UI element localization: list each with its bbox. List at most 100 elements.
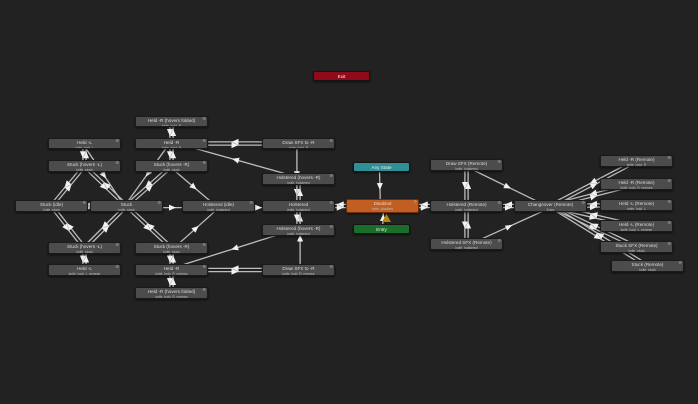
transition-arrow-icon[interactable] xyxy=(64,180,72,188)
transition-arrow-icon[interactable] xyxy=(147,223,155,231)
transition-arrow-icon[interactable] xyxy=(231,244,239,251)
state-stuck-sfx-remote[interactable]: Stuck SFX (Remote)knife_stuck⚙ xyxy=(600,241,673,253)
state-holstered-remote[interactable]: Holstered (Remote)knife_holstered⚙ xyxy=(430,200,503,212)
transition-arrow-icon[interactable] xyxy=(64,184,72,192)
transition-arrow-icon[interactable] xyxy=(589,204,598,211)
transition-arrow-icon[interactable] xyxy=(589,177,598,184)
transition-arrow-icon[interactable] xyxy=(99,171,107,179)
transition-arrow-icon[interactable] xyxy=(297,234,304,242)
transition-arrow-icon[interactable] xyxy=(255,204,262,211)
transition-arrow-icon[interactable] xyxy=(102,225,110,233)
transition-arrow-icon[interactable] xyxy=(589,200,598,207)
transition-arrow-icon[interactable] xyxy=(376,182,383,191)
state-holstered-hover-r-bot[interactable]: Holstered (hovers -R)knife_holstered⚙ xyxy=(262,224,335,236)
state-held-r-remote2[interactable]: Held -R (Remote)knife_hold_R_reverse⚙ xyxy=(600,178,673,190)
transition-arrow-icon[interactable] xyxy=(166,151,173,159)
transition-arrow-icon[interactable] xyxy=(170,278,177,285)
transition-arrow-icon[interactable] xyxy=(191,225,199,233)
transition-arrow-icon[interactable] xyxy=(232,157,240,164)
state-held-r-remote[interactable]: Held -R (Remote)knife_hold_R⚙ xyxy=(600,155,673,167)
transition-arrow-icon[interactable] xyxy=(589,189,598,196)
transition-arrow-icon[interactable] xyxy=(297,189,304,196)
transition-arrow-icon[interactable] xyxy=(505,201,512,208)
state-held-r-hovers-folded[interactable]: Held -R (hovers folded)knife_hold_R⚙ xyxy=(135,116,208,127)
state-holstered-idle[interactable]: Holstered (idle)knife_holstered⚙ xyxy=(182,200,255,212)
transition-arrow-icon[interactable] xyxy=(79,151,86,159)
transition-arrow-icon[interactable] xyxy=(62,223,69,231)
transition-arrow-icon[interactable] xyxy=(104,182,112,190)
state-held-r-hovers-folded-bot[interactable]: Held -R (hovers folded)knife_hold_R_reve… xyxy=(135,287,208,299)
entry-node[interactable]: Entry xyxy=(353,224,410,234)
transition-arrow-icon[interactable] xyxy=(336,204,344,211)
transition-arrow-icon[interactable] xyxy=(143,223,151,231)
transition-arrow-icon[interactable] xyxy=(596,232,605,240)
transition-arrow-icon[interactable] xyxy=(589,213,597,220)
transition-arrow-icon[interactable] xyxy=(589,194,598,201)
transition-arrow-icon[interactable] xyxy=(166,278,173,285)
transition-arrow-icon[interactable] xyxy=(231,138,239,145)
transition-arrow-icon[interactable] xyxy=(67,223,74,231)
transition-arrow-icon[interactable] xyxy=(170,255,177,263)
transition-arrow-icon[interactable] xyxy=(505,204,512,211)
state-motion: knife_holstered xyxy=(455,208,478,212)
state-stuck-hover-r[interactable]: Stuck (hovers -R)knife_stuck⚙ xyxy=(135,160,208,172)
state-stuck-hover-l2[interactable]: Stuck (hovers -L)knife_stuck⚙ xyxy=(48,242,121,254)
state-stuck-remote[interactable]: Stuck (Remote)knife_stuck⚙ xyxy=(611,260,684,272)
state-stuck-hover-l[interactable]: Stuck (hovers -L)knife_stuck⚙ xyxy=(48,160,121,172)
transition-arrow-icon[interactable] xyxy=(591,223,599,230)
state-changeover-remote[interactable]: Changeover (Remote)Entry⚙ xyxy=(514,200,587,212)
transition-arrow-icon[interactable] xyxy=(503,182,511,189)
state-held-l-remote2[interactable]: Held -L (Remote)knife_hold_L_reverse⚙ xyxy=(600,220,673,232)
transition-arrow-icon[interactable] xyxy=(504,225,513,231)
transition-arrow-icon[interactable] xyxy=(293,214,300,222)
transition-arrow-icon[interactable] xyxy=(465,221,472,229)
transition-arrow-icon[interactable] xyxy=(170,129,177,136)
settings-icon: ⚙ xyxy=(667,178,671,183)
transition-arrow-icon[interactable] xyxy=(79,255,86,263)
transition-arrow-icon[interactable] xyxy=(231,268,239,275)
transition-arrow-icon[interactable] xyxy=(83,151,90,159)
default-state-disabled[interactable]: Disabled knife_disabled ⚙ xyxy=(346,199,419,213)
transition-arrow-icon[interactable] xyxy=(169,204,176,211)
transition-arrow-icon[interactable] xyxy=(379,214,386,222)
exit-node[interactable]: Exit xyxy=(313,71,370,81)
state-stuck-idle[interactable]: Stuck (idle)knife_stuck⚙ xyxy=(15,200,88,212)
state-holstered-hover-r-top[interactable]: Holstered (hovers -R)knife_holstered⚙ xyxy=(262,173,335,185)
state-stuck-hover-r2[interactable]: Stuck (hovers -R)knife_stuck⚙ xyxy=(135,242,208,254)
transition-arrow-icon[interactable] xyxy=(83,255,90,263)
transition-arrow-icon[interactable] xyxy=(170,151,177,159)
transition-arrow-icon[interactable] xyxy=(99,182,107,190)
transition-arrow-icon[interactable] xyxy=(461,221,468,229)
state-held-l-remote[interactable]: Held -L (Remote)knife_hold_L⚙ xyxy=(600,199,673,211)
state-motion: knife_hold_R xyxy=(626,163,647,167)
transition-arrow-icon[interactable] xyxy=(166,255,173,263)
transition-arrow-icon[interactable] xyxy=(420,204,428,211)
settings-icon: ⚙ xyxy=(329,224,333,229)
transition-arrow-icon[interactable] xyxy=(145,184,153,192)
transition-arrow-icon[interactable] xyxy=(231,265,239,272)
transition-arrow-icon[interactable] xyxy=(101,221,109,229)
transition-arrow-icon[interactable] xyxy=(336,201,344,208)
transition-arrow-icon[interactable] xyxy=(189,182,197,190)
transition-arrow-icon[interactable] xyxy=(589,183,598,190)
transition-arrow-icon[interactable] xyxy=(461,182,468,189)
transition-arrow-icon[interactable] xyxy=(166,129,173,136)
transition-arrow-icon[interactable] xyxy=(420,201,428,208)
transition-arrow-icon[interactable] xyxy=(590,212,598,219)
transition-arrow-icon[interactable] xyxy=(145,180,153,188)
transition-arrow-icon[interactable] xyxy=(465,182,472,189)
state-draw-sfx-remote[interactable]: Draw SFX (Remote)knife_holstered⚙ xyxy=(430,159,503,171)
transition-arrow-icon[interactable] xyxy=(593,232,602,240)
transition-arrow-icon[interactable] xyxy=(231,142,239,149)
any-state-node[interactable]: Any State xyxy=(353,162,410,172)
state-holstered-sfx-remote[interactable]: Holstered SFX (Remote)knife_holstered⚙ xyxy=(430,238,503,250)
